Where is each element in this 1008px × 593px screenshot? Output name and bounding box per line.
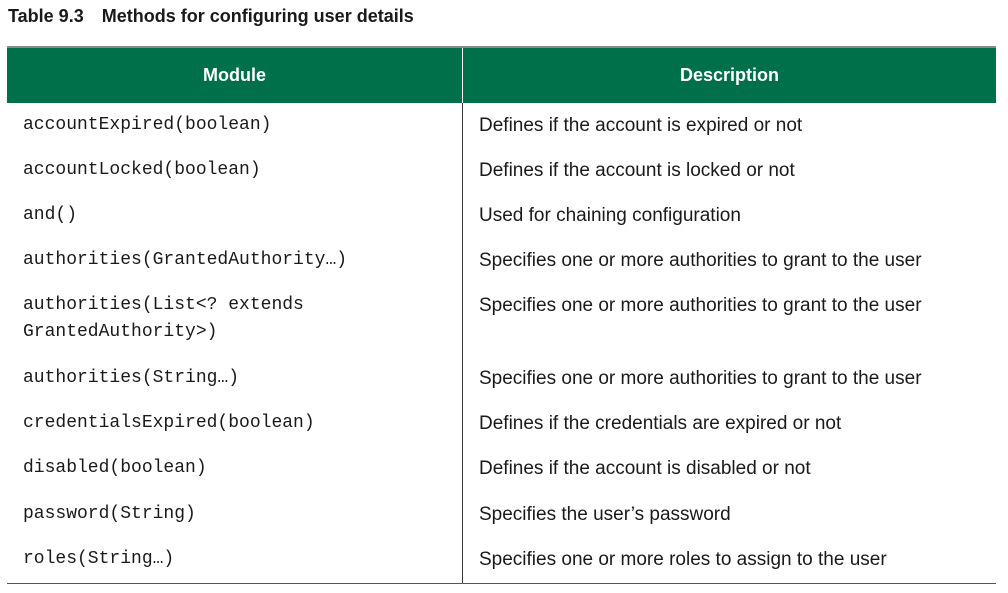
module-cell: accountExpired(boolean) [23, 115, 272, 135]
table-title: Methods for configuring user details [101, 6, 414, 26]
module-cell: credentialsExpired(boolean) [23, 413, 315, 433]
column-header-description: Description [679, 65, 780, 85]
column-divider [462, 103, 463, 583]
module-cell: and() [23, 205, 78, 225]
table-header: Module Description [7, 48, 996, 103]
module-cell: authorities(String…) [23, 368, 240, 388]
column-header-module: Module [7, 48, 463, 103]
table-top-rule [7, 46, 996, 48]
table-label: Table 9.3 [8, 6, 84, 26]
module-cell: disabled(boolean) [23, 458, 207, 478]
description-cell: Defines if the account is locked or not [479, 160, 795, 181]
description-cell: Used for chaining configuration [479, 205, 741, 226]
description-cell: Defines if the account is disabled or no… [479, 458, 811, 479]
module-cell: roles(String…) [23, 549, 175, 569]
table-body: accountExpired(boolean) Defines if the a… [7, 103, 996, 583]
description-cell: Specifies the user’s password [479, 504, 731, 525]
description-cell: Specifies one or more authorities to gra… [479, 368, 922, 389]
module-cell: authorities(List<? extends GrantedAuthor… [23, 295, 304, 342]
module-cell: password(String) [23, 504, 196, 524]
description-cell: Specifies one or more authorities to gra… [479, 295, 922, 316]
module-cell: authorities(GrantedAuthority…) [23, 250, 348, 270]
description-cell: Specifies one or more authorities to gra… [479, 250, 922, 271]
table-bottom-rule [7, 583, 996, 584]
table-caption: Table 9.3 Methods for configuring user de… [8, 6, 414, 27]
description-cell: Specifies one or more roles to assign to… [479, 549, 887, 570]
module-cell: accountLocked(boolean) [23, 160, 261, 180]
description-cell: Defines if the account is expired or not [479, 115, 803, 136]
description-cell: Defines if the credentials are expired o… [479, 413, 842, 434]
